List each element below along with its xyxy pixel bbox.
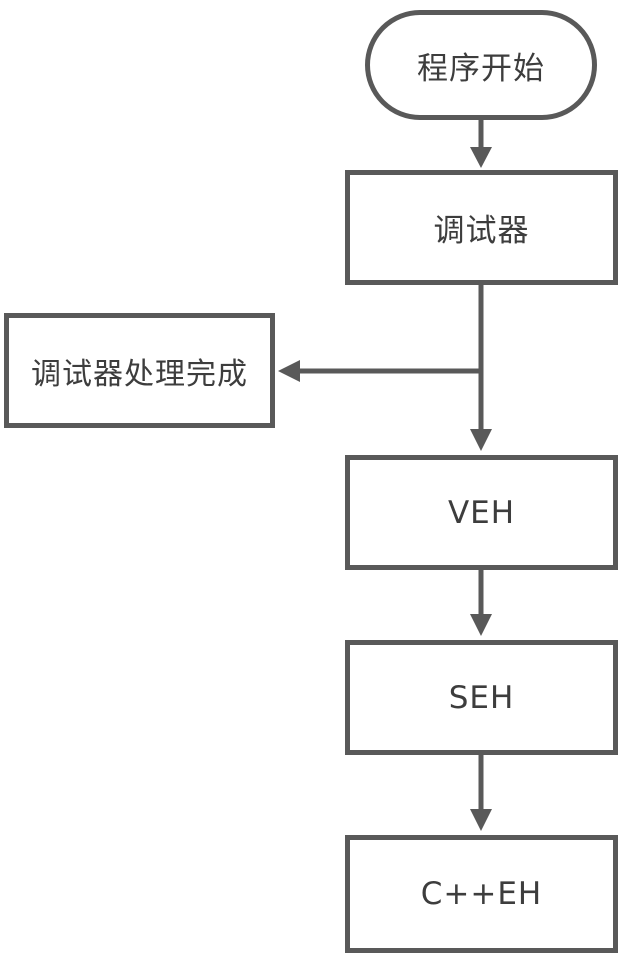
node-seh-label: SEH [448,679,515,716]
node-debugger-done: 调试器处理完成 [4,313,275,428]
edge-seh-to-cppeh [470,755,492,831]
edge-veh-to-seh [470,570,492,636]
node-start: 程序开始 [365,10,597,120]
node-start-label: 程序开始 [417,50,545,87]
node-veh: VEH [345,455,618,570]
node-seh: SEH [345,640,618,755]
node-veh-label: VEH [447,494,516,531]
edge-debugger-to-debugger-done [278,360,483,382]
node-debugger-done-label: 调试器处理完成 [31,356,248,392]
edge-debugger-to-veh [470,285,492,451]
node-debugger-label: 调试器 [433,213,530,249]
node-cppeh: C++EH [345,835,618,953]
node-cppeh-label: C++EH [420,876,543,912]
edge-start-to-debugger [470,118,492,168]
node-debugger: 调试器 [345,170,618,285]
